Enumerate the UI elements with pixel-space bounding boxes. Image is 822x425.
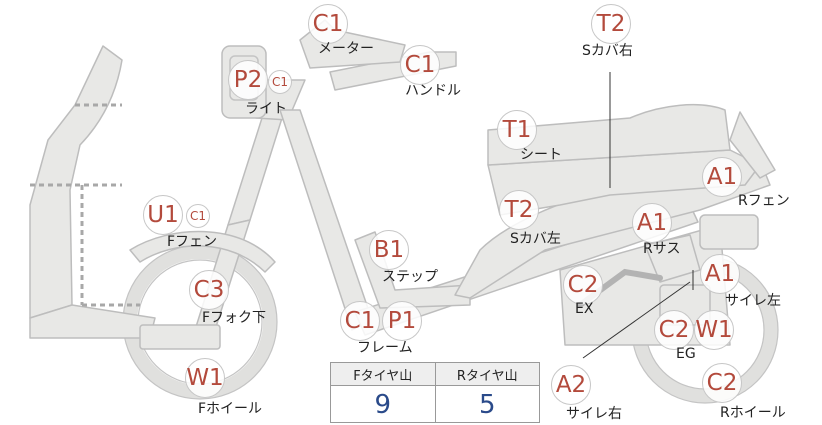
light-code-badge-p2[interactable]: P2 — [228, 60, 268, 100]
tire-tread-values: 9 5 — [331, 386, 539, 423]
frame-down-tube — [279, 109, 373, 331]
rear-suspension-code-badge[interactable]: A1 — [632, 203, 672, 243]
muffler-left-code-badge[interactable]: A1 — [700, 254, 740, 294]
seat-label: シート — [520, 147, 562, 163]
tire-tread-table: Fタイヤ山 Rタイヤ山 9 5 — [330, 362, 540, 423]
handle-code-badge[interactable]: C1 — [400, 45, 440, 85]
front-fork-upper — [227, 117, 283, 226]
rear-fender-shape — [729, 111, 776, 179]
front-fender-code-badge-u1[interactable]: U1 — [143, 195, 183, 235]
rear-suspension-label: Rサス — [643, 241, 681, 257]
exhaust-code-badge[interactable]: C2 — [563, 265, 603, 305]
step-label: ステップ — [382, 269, 438, 285]
handle-label: ハンドル — [405, 83, 461, 99]
front-body-panel — [29, 45, 123, 319]
engine-code-badge-c2[interactable]: C2 — [654, 310, 694, 350]
front-wheel-label: Fホイール — [198, 401, 263, 417]
frame-code-badge-c1[interactable]: C1 — [340, 301, 380, 341]
front-fender-code-badge-c1[interactable]: C1 — [186, 204, 210, 228]
fork-bridge — [139, 324, 221, 350]
muffler-shape — [699, 214, 759, 250]
engine-label: EG — [676, 346, 696, 362]
step-code-badge[interactable]: B1 — [369, 230, 409, 270]
leader-line-muffler — [582, 281, 691, 359]
front-fender-label: Fフェン — [167, 234, 218, 250]
muffler-right-label: サイレ右 — [566, 406, 622, 422]
engine-code-badge-w1[interactable]: W1 — [694, 310, 734, 350]
rear-fender-code-badge[interactable]: A1 — [702, 157, 742, 197]
meter-code-badge[interactable]: C1 — [308, 4, 348, 44]
front-fender-shape — [129, 230, 276, 273]
seat-code-badge[interactable]: T1 — [497, 110, 537, 150]
rear-wheel-label: Rホイール — [720, 405, 786, 421]
rear-wheel-code-badge[interactable]: C2 — [702, 363, 742, 403]
frame-label: フレーム — [357, 340, 413, 356]
rear-fender-label: Rフェン — [738, 193, 790, 209]
rear-tread-value: 5 — [478, 389, 496, 420]
tire-tread-header: Fタイヤ山 Rタイヤ山 — [331, 363, 539, 386]
side-cover-right-code-badge[interactable]: T2 — [591, 4, 631, 44]
frame-code-badge-p1[interactable]: P1 — [382, 301, 422, 341]
meter-label: メーター — [318, 41, 374, 57]
front-fork-lower-code-badge[interactable]: C3 — [189, 270, 229, 310]
front-tread-label: Fタイヤ山 — [331, 363, 436, 385]
seat-shape — [487, 104, 731, 166]
side-cover-right-label: Sカバ右 — [582, 43, 633, 59]
side-cover-left-code-badge[interactable]: T2 — [499, 190, 539, 230]
muffler-right-code-badge[interactable]: A2 — [551, 365, 591, 405]
front-wheel-code-badge[interactable]: W1 — [185, 358, 225, 398]
light-label: ライト — [245, 101, 287, 117]
front-fork-lower-label: Fフォク下 — [202, 310, 267, 326]
side-cover-left-label: Sカバ左 — [510, 231, 561, 247]
exhaust-label: EX — [575, 301, 594, 317]
light-code-badge-c1[interactable]: C1 — [268, 70, 292, 94]
front-tread-value: 9 — [331, 386, 436, 423]
muffler-left-label: サイレ左 — [725, 293, 781, 309]
rear-tread-label: Rタイヤ山 — [456, 368, 518, 384]
